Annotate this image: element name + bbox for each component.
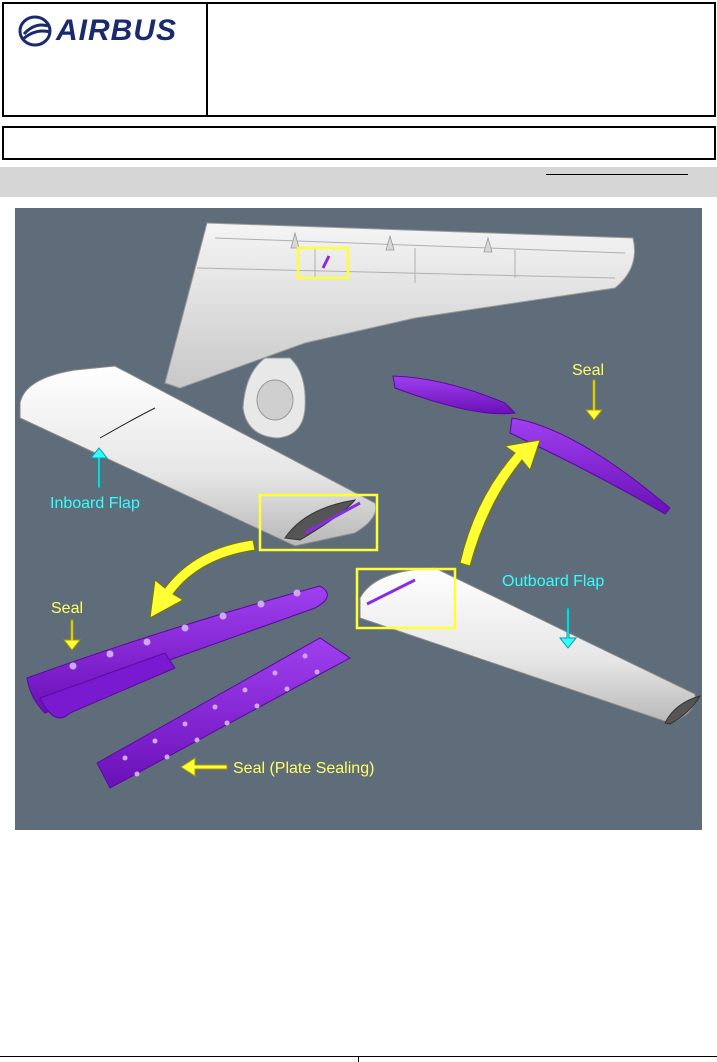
inboard-flap [19,365,379,552]
flap-seal-illustration: Inboard Flap Seal Outboard Flap [15,208,702,830]
callout-arrow-inboard [149,539,256,619]
seal-plate-arrow [180,757,228,777]
section-bar [0,167,717,197]
airbus-logo: AIRBUS [18,14,196,48]
airbus-swirl-icon [18,15,52,47]
outboard-flap-label: Outboard Flap [502,573,604,590]
seal-left-label: Seal [51,600,83,617]
inboard-flap-label: Inboard Flap [50,495,140,512]
outboard-flap-arrow [558,607,578,649]
section-bar-underline [546,174,688,175]
seal-top-right [392,375,671,515]
header-divider [206,4,208,115]
wing-overview [164,222,635,439]
seal-plate-label: Seal (Plate Sealing) [233,760,374,777]
header-box: AIRBUS [2,2,716,117]
logo-text: AIRBUS [56,14,178,47]
seal-plate [96,637,351,789]
seal-left-arrow [62,619,82,651]
inboard-flap-arrow [89,447,109,489]
seal-top-right-arrow [584,379,604,421]
footer-tick [358,1056,359,1062]
callout-arrow-outboard [459,439,541,567]
seal-top-right-label: Seal [572,362,604,379]
seal-left [26,585,328,719]
outboard-flap [355,567,702,725]
title-row [2,126,716,160]
